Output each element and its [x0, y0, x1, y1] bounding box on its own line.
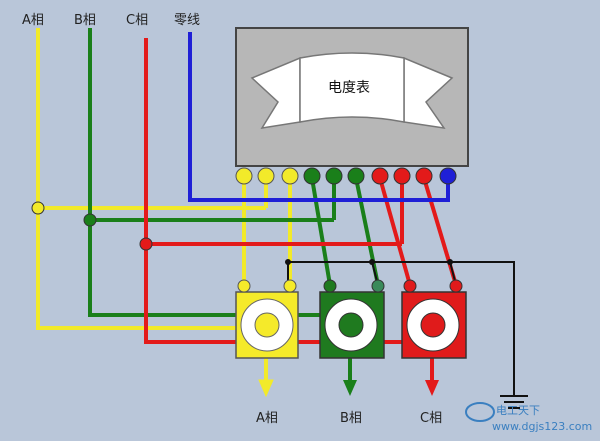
meter-label: 电度表 [328, 80, 370, 96]
watermark-title: 电工天下 [496, 404, 540, 417]
ct-phase-a [235, 279, 299, 359]
energy-meter: 电度表 [235, 27, 469, 167]
neutral-wire [188, 32, 450, 202]
meter-banner-left [250, 56, 301, 129]
terminal-a2 [257, 167, 275, 185]
watermark-url: www.dgjs123.com [492, 420, 592, 433]
watermark-logo-icon [465, 402, 495, 422]
arrow-out-a [258, 379, 274, 398]
arrow-out-b [343, 380, 357, 396]
label-out-c: C相 [420, 411, 442, 426]
label-phase-b: B相 [74, 13, 96, 28]
terminal-a3 [281, 167, 299, 185]
meter-banner-center [299, 52, 405, 123]
label-phase-a: A相 [22, 13, 44, 28]
junction-ground-2 [369, 259, 375, 265]
terminal-c2 [393, 167, 411, 185]
label-neutral: 零线 [174, 13, 200, 28]
ct-phase-b [319, 279, 385, 359]
junction-c [139, 237, 153, 251]
label-out-b: B相 [340, 411, 362, 426]
terminal-c1 [371, 167, 389, 185]
terminal-b1 [303, 167, 321, 185]
meter-banner-right [403, 56, 454, 129]
terminal-a1 [235, 167, 253, 185]
junction-a [31, 201, 45, 215]
watermark: 电工天下 www.dgjs123.com [465, 402, 592, 433]
junction-ground-3 [447, 259, 453, 265]
ct-phase-c [401, 279, 467, 359]
terminal-neutral [439, 167, 457, 185]
meter-terminals [235, 167, 457, 185]
terminal-c3 [415, 167, 433, 185]
terminal-b3 [347, 167, 365, 185]
label-out-a: A相 [256, 411, 278, 426]
terminal-b2 [325, 167, 343, 185]
label-phase-c: C相 [126, 13, 148, 28]
junction-ground-1 [285, 259, 291, 265]
junction-b [83, 213, 97, 227]
arrow-out-c [425, 380, 439, 396]
